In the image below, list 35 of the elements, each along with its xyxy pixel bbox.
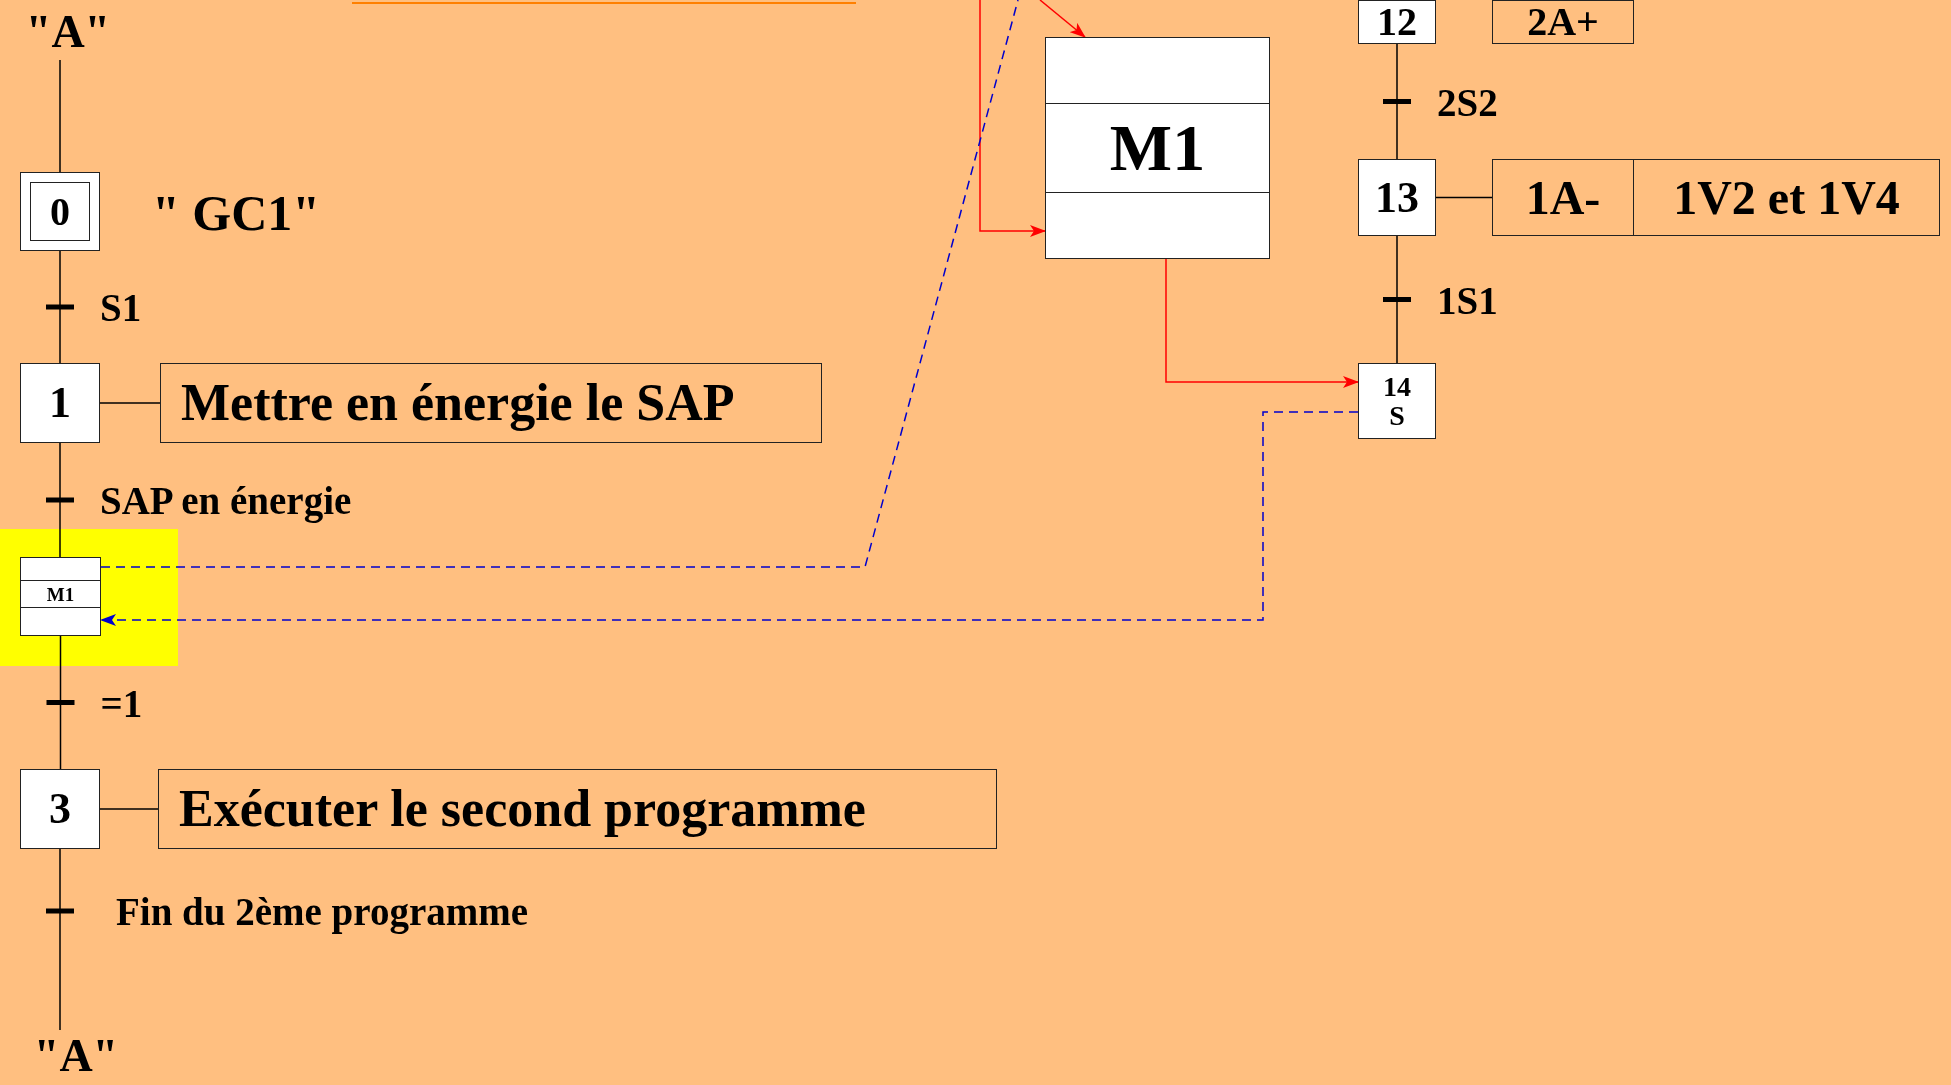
link-line — [1396, 235, 1398, 364]
step-box: 13 — [1358, 159, 1436, 236]
arrow — [1039, 0, 1086, 38]
step-box: 3 — [20, 769, 100, 849]
action-box: Mettre en énergie le SAP — [160, 363, 822, 443]
transition-condition: S1 — [100, 287, 142, 327]
link-line — [99, 808, 159, 810]
connection-label: "A" — [36, 1030, 116, 1082]
link-line — [59, 59, 61, 173]
link-line — [59, 635, 62, 770]
action-box: 1V2 et 1V4 — [1633, 159, 1940, 236]
step-box: 1 — [20, 363, 100, 443]
arrow — [1165, 258, 1359, 388]
initial-step-box: 0 — [20, 172, 100, 251]
grafcet-name: " GC1" — [152, 188, 321, 238]
transition-condition: 2S2 — [1437, 82, 1498, 121]
macro-step-box: M1 — [20, 557, 101, 636]
link-line — [1396, 43, 1398, 160]
action-box: Exécuter le second programme — [158, 769, 997, 849]
link-line — [59, 442, 61, 558]
action-box: 2A+ — [1492, 0, 1634, 44]
action-box: 1A- — [1492, 159, 1634, 236]
transition-condition: 1S1 — [1437, 280, 1498, 319]
step-box: 12 — [1358, 0, 1436, 44]
connection-label: "A" — [28, 4, 108, 60]
link-line — [1435, 196, 1493, 199]
link-line — [59, 848, 61, 1031]
step-box: 14 S — [1358, 363, 1436, 439]
macro-expansion-box: M1 — [1045, 37, 1270, 259]
link-line — [59, 250, 61, 364]
arrow — [979, 0, 1046, 237]
arrow — [100, 411, 1359, 626]
link-line — [100, 0, 1019, 568]
transition-condition: =1 — [100, 683, 143, 722]
link-line — [99, 402, 161, 404]
